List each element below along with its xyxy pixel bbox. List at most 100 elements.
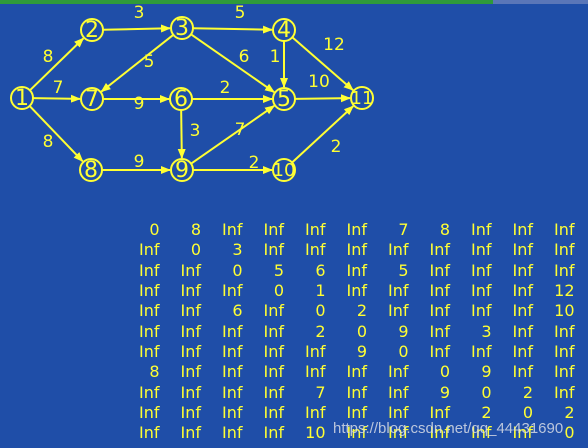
- edge-weight-7-6: 9: [134, 94, 145, 114]
- matrix-cell: Inf: [263, 321, 285, 341]
- edge-weight-3-4: 5: [235, 3, 246, 23]
- matrix-cell: Inf: [180, 423, 202, 443]
- edge-weight-6-5: 2: [220, 78, 231, 98]
- matrix-cell: 8: [439, 220, 450, 240]
- matrix-cell: Inf: [263, 382, 285, 402]
- matrix-cell: Inf: [180, 362, 202, 382]
- edge-3-4: [192, 25, 274, 34]
- edge-weight-3-7: 5: [144, 52, 155, 72]
- matrix-cell: Inf: [139, 260, 160, 280]
- matrix-cell: Inf: [180, 301, 202, 321]
- matrix-cell: Inf: [388, 423, 409, 443]
- matrix-cell: Inf: [554, 341, 575, 361]
- matrix-cell: Inf: [139, 240, 160, 260]
- matrix-cell: 0: [398, 341, 409, 361]
- matrix-cell: Inf: [139, 402, 160, 422]
- matrix-cell: Inf: [305, 240, 326, 260]
- node-6: 6: [169, 87, 193, 112]
- matrix-cell: Inf: [512, 362, 534, 382]
- matrix-cell: 10: [305, 423, 326, 443]
- node-label-8: 8: [84, 158, 98, 183]
- matrix-cell: Inf: [388, 362, 409, 382]
- matrix-cell: Inf: [222, 321, 243, 341]
- matrix-cell: Inf: [388, 301, 409, 321]
- matrix-cell: Inf: [305, 341, 326, 361]
- edge-weight-6-9: 3: [190, 121, 201, 141]
- edge-weight-3-5: 6: [239, 47, 250, 67]
- edge-1-7: [32, 94, 82, 103]
- matrix-cell: Inf: [139, 423, 160, 443]
- matrix-cell: 0: [481, 382, 492, 402]
- edge-10-11: [291, 105, 354, 164]
- node-circle-5: [272, 87, 296, 111]
- edge-1-2: [29, 37, 85, 92]
- matrix-cell: Inf: [263, 240, 285, 260]
- node-label-10: 10: [273, 160, 296, 181]
- matrix-cell: Inf: [388, 281, 409, 301]
- matrix-cell: 2: [522, 382, 533, 402]
- matrix-cell: Inf: [180, 341, 202, 361]
- node-1: 1: [10, 86, 34, 111]
- node-label-5: 5: [277, 87, 291, 112]
- matrix-cell: Inf: [429, 341, 451, 361]
- node-label-1: 1: [15, 86, 29, 111]
- matrix-cell: 7: [398, 220, 409, 240]
- matrix-cell: 0: [564, 423, 575, 443]
- node-label-4: 4: [277, 18, 291, 43]
- matrix-cell: Inf: [139, 382, 160, 402]
- matrix-cell: Inf: [346, 402, 368, 422]
- node-2: 2: [80, 18, 104, 43]
- matrix-cell: 1: [315, 281, 326, 301]
- matrix-cell: Inf: [222, 281, 243, 301]
- matrix-cell: Inf: [180, 382, 202, 402]
- matrix-cell: Inf: [429, 423, 451, 443]
- matrix-cell: 12: [554, 281, 575, 301]
- node-circle-4: [272, 18, 296, 42]
- matrix-cell: Inf: [180, 402, 202, 422]
- matrix-cell: Inf: [554, 260, 575, 280]
- matrix-cell: Inf: [512, 260, 534, 280]
- matrix-cell: 0: [439, 362, 450, 382]
- matrix-cell: Inf: [346, 382, 368, 402]
- matrix-cell: 8: [190, 220, 201, 240]
- edge-weight-8-9: 9: [134, 152, 145, 172]
- matrix-cell: 0: [522, 402, 533, 422]
- matrix-cell: Inf: [180, 281, 202, 301]
- matrix-cell: 10: [554, 301, 575, 321]
- matrix-cell: Inf: [305, 362, 326, 382]
- edge-weight-5-11: 10: [308, 72, 330, 92]
- top-accent-bar-right: [493, 0, 588, 4]
- matrix-cell: Inf: [222, 220, 243, 240]
- matrix-cell: Inf: [512, 321, 534, 341]
- matrix-cell: Inf: [346, 281, 368, 301]
- matrix-cell: 3: [481, 321, 492, 341]
- matrix-cell: Inf: [512, 301, 534, 321]
- matrix-cell: Inf: [222, 341, 243, 361]
- node-3: 3: [170, 16, 194, 41]
- node-circle-9: [170, 158, 194, 182]
- matrix-cell: Inf: [346, 240, 368, 260]
- matrix-cell: 5: [273, 260, 284, 280]
- matrix-cell: Inf: [429, 281, 451, 301]
- matrix-cell: Inf: [512, 281, 534, 301]
- matrix-cell: Inf: [554, 240, 575, 260]
- matrix-cell: Inf: [263, 402, 285, 422]
- node-circle-6: [169, 87, 193, 111]
- edge-2-3: [102, 24, 172, 33]
- matrix-cell: 6: [232, 301, 243, 321]
- matrix-cell: Inf: [429, 402, 451, 422]
- node-circle-11: [350, 86, 374, 110]
- edge-1-8: [28, 105, 84, 163]
- matrix-cell: Inf: [554, 321, 575, 341]
- edge-weight-10-11: 2: [331, 137, 342, 157]
- node-circle-2: [80, 18, 104, 42]
- edge-4-11: [291, 36, 354, 91]
- edge-weight-9-10: 2: [249, 153, 260, 173]
- matrix-cell: Inf: [429, 260, 451, 280]
- node-label-11: 11: [351, 88, 374, 109]
